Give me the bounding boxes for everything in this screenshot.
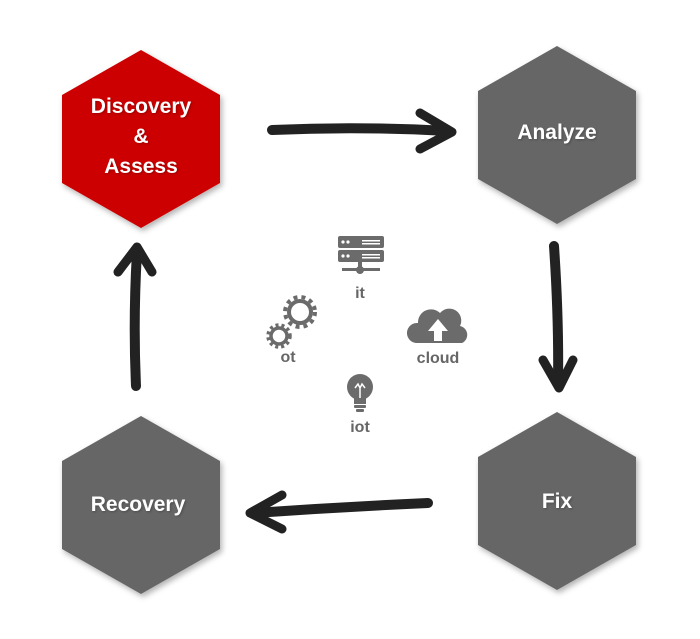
recovery-label: Recovery: [90, 493, 186, 516]
it-label: it: [355, 285, 365, 302]
discovery-assess-label: Discovery & Assess: [91, 92, 191, 182]
cloud-label: cloud: [416, 350, 460, 367]
arrow-discovery-to-analyze: [267, 108, 457, 154]
arrow-fix-to-recovery: [245, 490, 433, 534]
arrow-analyze-to-fix: [538, 241, 578, 393]
discovery-label-line2: &: [133, 125, 149, 148]
discovery-hexagon: [62, 50, 220, 228]
lightbulb-icon: [347, 374, 373, 412]
discovery-label-line1: Discovery: [90, 95, 192, 118]
discovery-label-line3: Assess: [104, 155, 178, 178]
arrow-recovery-to-discovery: [113, 242, 157, 391]
iot-label: iot: [350, 419, 370, 436]
server-icon: [338, 236, 384, 274]
fix-label: Fix: [541, 490, 573, 513]
gears-icon: [266, 295, 317, 349]
analyze-label: Analyze: [517, 121, 597, 144]
recovery-hexagon: [62, 416, 220, 594]
fix-hexagon: [478, 412, 636, 590]
cloud-upload-icon: [406, 308, 468, 343]
ot-label: ot: [280, 349, 296, 366]
analyze-hexagon: [478, 46, 636, 224]
